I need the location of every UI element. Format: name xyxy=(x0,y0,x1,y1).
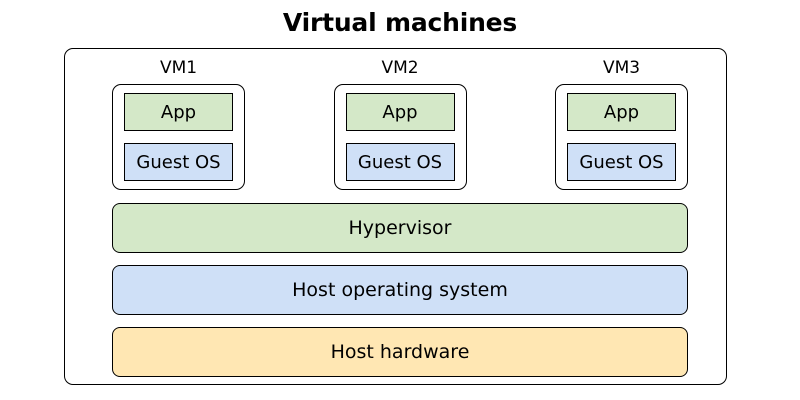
vm1-guest-os-box[interactable]: Guest OS xyxy=(124,143,233,181)
vm-box-1[interactable]: App Guest OS xyxy=(112,84,245,190)
vm-label-3: VM3 xyxy=(602,58,641,78)
vm-box-3[interactable]: App Guest OS xyxy=(555,84,688,190)
vm3-app-box[interactable]: App xyxy=(567,93,676,131)
vm2-guest-os-box[interactable]: Guest OS xyxy=(345,143,455,181)
vm-row: VM1 App Guest OS VM2 App Guest OS VM3 Ap… xyxy=(112,58,688,190)
vm-column-2: VM2 App Guest OS xyxy=(333,58,467,190)
vm-column-3: VM3 App Guest OS xyxy=(555,58,688,190)
vm-label-2: VM2 xyxy=(381,58,419,78)
host-hardware-layer[interactable]: Host hardware xyxy=(112,327,688,377)
vm3-guest-os-box[interactable]: Guest OS xyxy=(567,143,676,181)
vm-box-2[interactable]: App Guest OS xyxy=(333,84,467,190)
vm-label-1: VM1 xyxy=(159,58,198,78)
hypervisor-layer[interactable]: Hypervisor xyxy=(112,203,688,253)
host-operating-system-layer[interactable]: Host operating system xyxy=(112,265,688,315)
vm2-app-box[interactable]: App xyxy=(345,93,455,131)
diagram-title: Virtual machines xyxy=(282,8,518,37)
vm-column-1: VM1 App Guest OS xyxy=(112,58,245,190)
vm1-app-box[interactable]: App xyxy=(124,93,233,131)
